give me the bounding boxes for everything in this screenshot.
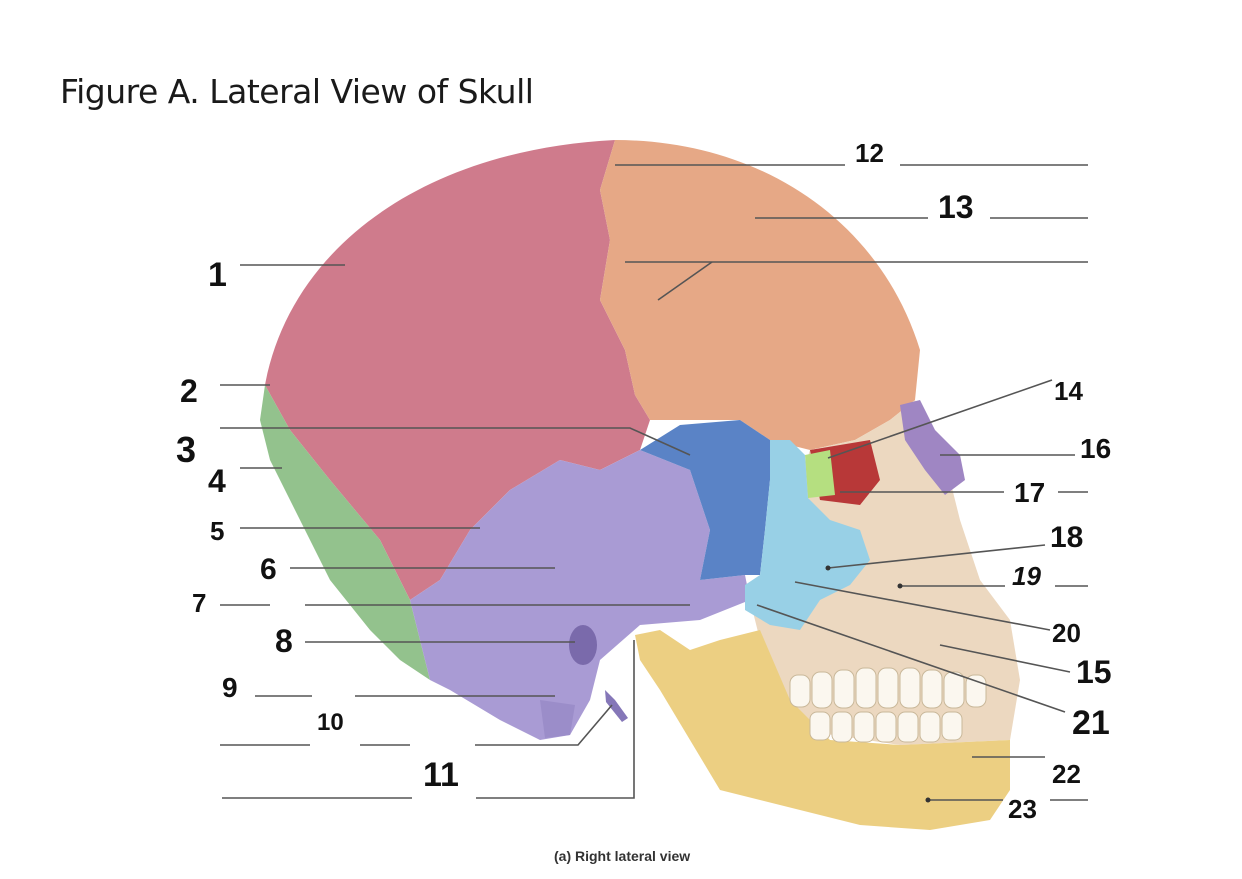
occipital-bone	[260, 385, 430, 680]
frontal-bone	[600, 140, 920, 450]
label-12: 12	[855, 138, 884, 168]
label-10: 10	[317, 709, 344, 736]
sphenoid-bone	[640, 420, 770, 580]
zygomatic-bone	[745, 440, 870, 630]
figure-caption: (a) Right lateral view	[554, 848, 691, 864]
figure-title: Figure A. Lateral View of Skull	[60, 72, 534, 111]
label-18: 18	[1050, 521, 1084, 554]
label-5: 5	[210, 516, 225, 546]
external-acoustic-meatus	[569, 625, 597, 665]
leader-dots	[825, 565, 931, 803]
label-11: 11	[423, 756, 459, 794]
label-9: 9	[222, 672, 238, 703]
lacrimal-bone	[805, 450, 835, 498]
label-1: 1	[208, 256, 227, 294]
label-14: 14	[1054, 376, 1083, 406]
label-8: 8	[275, 623, 293, 659]
label-22: 22	[1052, 759, 1081, 789]
label-2: 2	[180, 373, 198, 409]
temporal-bone	[410, 450, 750, 740]
label-21: 21	[1072, 704, 1110, 742]
label-17: 17	[1014, 477, 1046, 508]
teeth	[789, 667, 987, 743]
leader-lines	[220, 164, 1088, 801]
label-13: 13	[938, 189, 974, 225]
label-7: 7	[192, 588, 207, 618]
nasal-bone	[900, 400, 965, 495]
mastoid-process	[540, 700, 575, 738]
mandible	[635, 630, 1010, 830]
label-19: 19	[1012, 561, 1041, 591]
parietal-bone	[265, 140, 650, 600]
label-16: 16	[1080, 433, 1112, 464]
label-6: 6	[260, 553, 277, 586]
styloid-process	[605, 690, 628, 722]
label-20: 20	[1052, 618, 1081, 648]
label-23: 23	[1008, 794, 1037, 824]
label-3: 3	[176, 429, 197, 470]
label-4: 4	[208, 463, 226, 499]
label-15: 15	[1076, 654, 1112, 690]
